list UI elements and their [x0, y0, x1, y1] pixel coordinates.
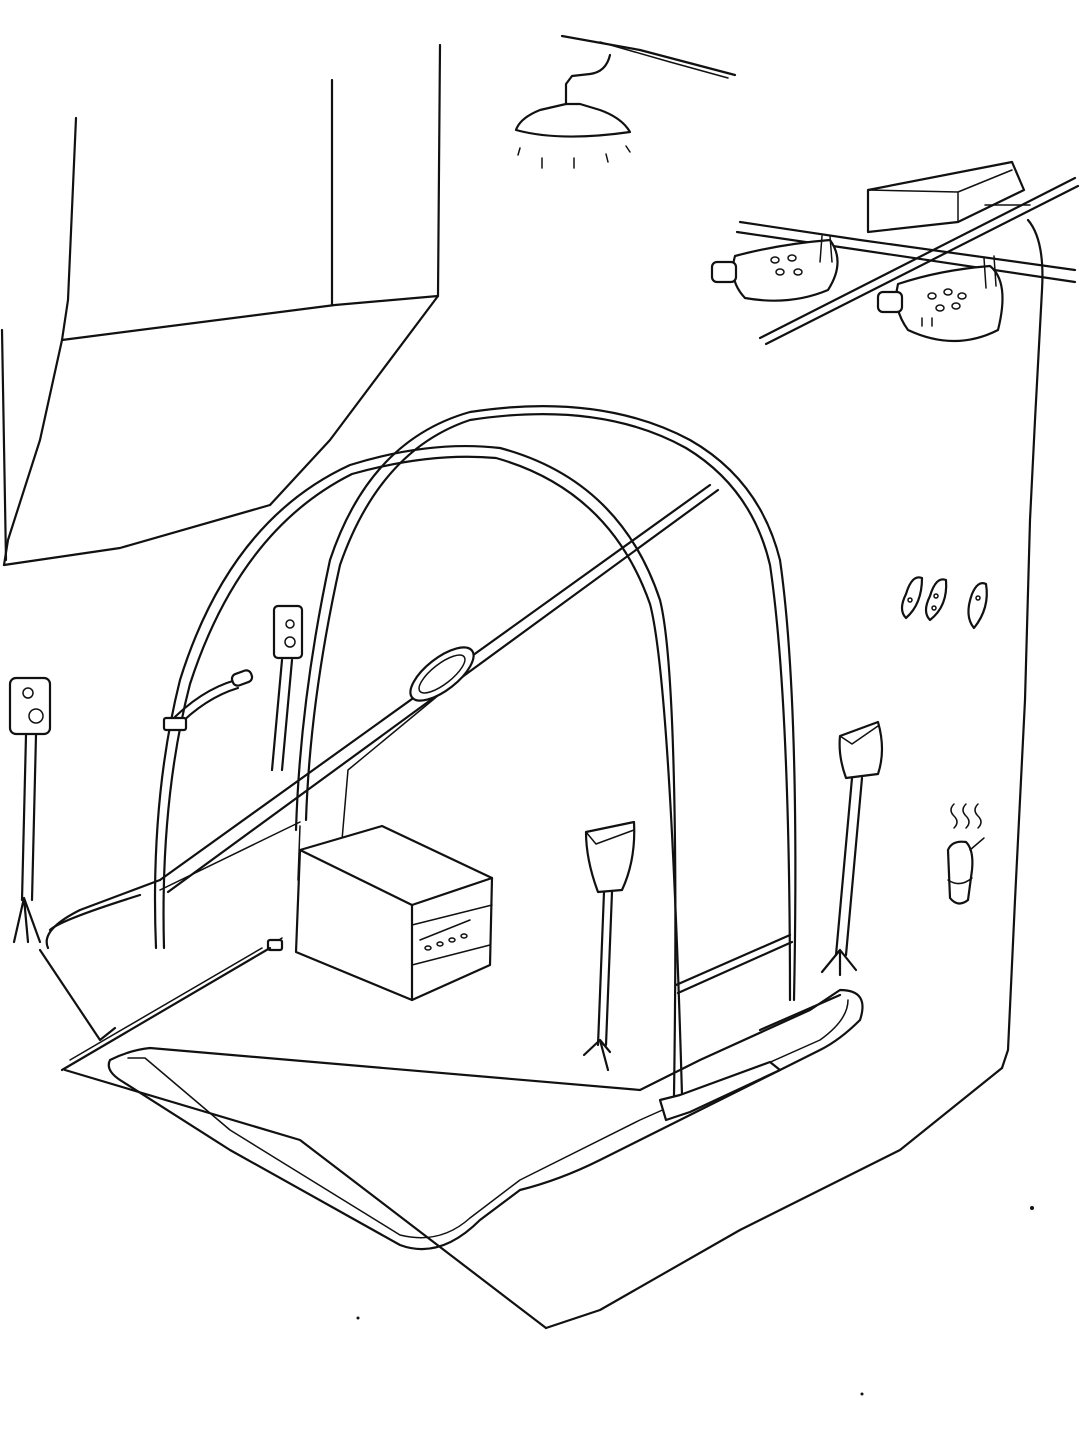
microphone-icon: [162, 669, 254, 732]
back-wall-window: [0, 43, 442, 567]
projector-icon: [710, 235, 839, 302]
heater-icon: [946, 803, 985, 905]
floor-mat: [38, 878, 864, 1251]
speaker-icon: [820, 720, 884, 977]
speaker-icon: [582, 820, 636, 1072]
speaker-icon: [8, 676, 52, 944]
wall-switch-icon: [924, 578, 948, 622]
right-wall: [63, 218, 1044, 1330]
speaker-icon: [270, 604, 304, 772]
projector-rig: [735, 160, 1080, 346]
arch-tent-icon: [60, 405, 842, 1122]
wall-switch-icon: [967, 582, 988, 630]
ceiling-lamp-icon: [514, 34, 737, 169]
tent-lamp-icon: [341, 646, 475, 841]
equipment-box-icon: [294, 824, 494, 1002]
wall-switch-icon: [900, 576, 924, 620]
projector-icon: [876, 255, 1004, 343]
